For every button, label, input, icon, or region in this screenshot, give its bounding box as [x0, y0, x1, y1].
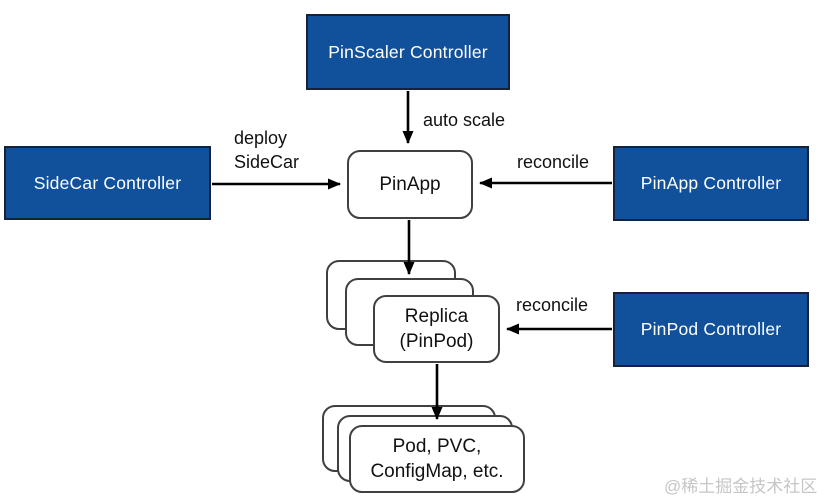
node-sidecar-controller: SideCar Controller — [4, 146, 211, 220]
resources-label: Pod, PVC, ConfigMap, etc. — [370, 434, 503, 484]
node-pinapp-controller: PinApp Controller — [613, 146, 809, 221]
replica-label: Replica (PinPod) — [400, 304, 474, 354]
node-pinapp: PinApp — [347, 150, 473, 219]
edge-label-reconcile-pinpod: reconcile — [516, 295, 589, 315]
edge-label-deploy-sidecar: deploy SideCar — [234, 126, 299, 174]
pinapp-controller-label: PinApp Controller — [640, 173, 782, 193]
node-replica-pinpod: Replica (PinPod) — [373, 295, 500, 363]
deploy-sidecar-label-line2: SideCar — [234, 152, 300, 172]
pinapp-label: PinApp — [379, 174, 441, 195]
resources-label-line1: Pod, PVC, — [392, 436, 482, 457]
watermark-juejin: @稀土掘金技术社区 — [664, 477, 818, 496]
edge-label-auto-scale: auto scale — [423, 110, 506, 130]
sidecar-controller-label: SideCar Controller — [33, 172, 182, 193]
deploy-sidecar-label-line1: deploy — [234, 128, 288, 148]
node-pinscaler-controller: PinScaler Controller — [306, 14, 510, 90]
pinpod-controller-label: PinPod Controller — [640, 319, 782, 339]
node-pod-pvc-configmap: Pod, PVC, ConfigMap, etc. — [349, 425, 525, 493]
node-pinpod-controller: PinPod Controller — [613, 292, 809, 367]
replica-label-line1: Replica — [404, 306, 469, 327]
resources-label-line2: ConfigMap, etc. — [370, 461, 504, 482]
pinscaler-controller-label: PinScaler Controller — [328, 41, 488, 62]
replica-label-line2: (PinPod) — [399, 331, 474, 352]
edge-label-reconcile-pinapp: reconcile — [517, 152, 590, 172]
